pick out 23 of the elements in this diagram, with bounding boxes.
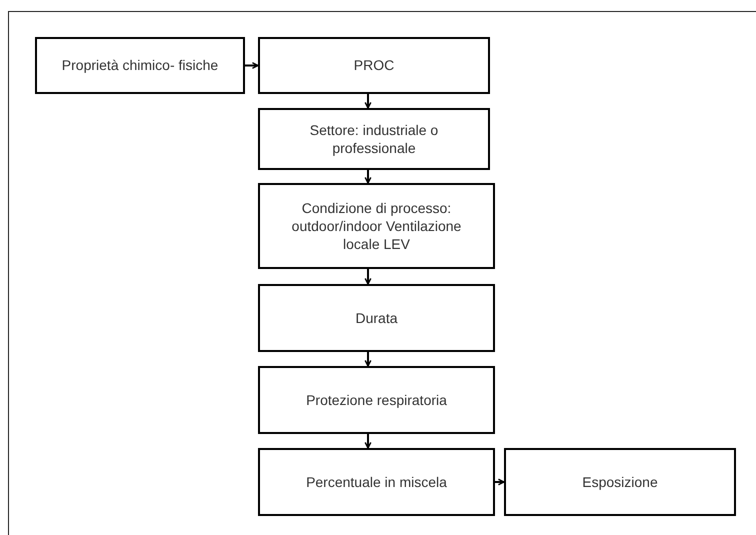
arrow — [245, 62, 259, 69]
arrow — [495, 478, 505, 486]
process-box — [35, 37, 245, 94]
box-text: Settore: industriale o professionale — [308, 120, 440, 158]
process-box — [258, 366, 495, 434]
process-box — [258, 37, 490, 94]
process-box — [258, 183, 495, 269]
box-text: Percentuale in miscela — [306, 472, 447, 492]
process-box — [504, 448, 736, 516]
arrow — [364, 94, 372, 109]
arrow — [364, 352, 372, 367]
process-box — [258, 108, 490, 170]
box-text: PROC — [354, 56, 394, 75]
box-text: Condizione di processo: outdoor/indoor Ventilazione locale LEV — [290, 198, 462, 254]
box-text: Protezione respiratoria — [306, 390, 447, 410]
process-box — [258, 448, 495, 516]
process-box — [258, 284, 495, 352]
arrow — [364, 170, 372, 184]
box-text: Proprietà chimico- fisiche — [62, 56, 218, 75]
box-text: Esposizione — [582, 472, 658, 492]
arrow — [364, 434, 372, 449]
arrow — [364, 269, 372, 285]
box-text: Durata — [355, 308, 398, 328]
